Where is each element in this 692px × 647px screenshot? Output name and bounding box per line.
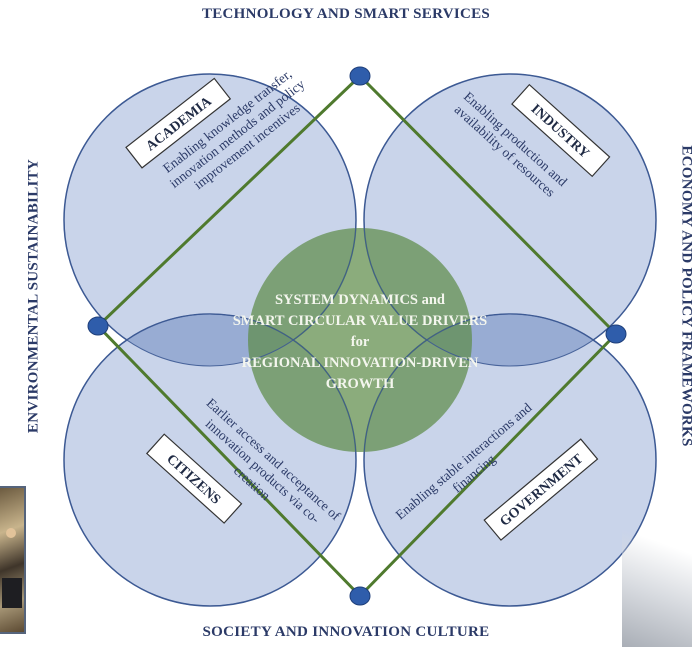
- center-line-1: SYSTEM DYNAMICS and: [275, 292, 445, 308]
- node-top: [349, 66, 371, 86]
- node-bottom: [349, 586, 371, 606]
- label-economy: ECONOMY AND POLICY FRAMEWORKS: [678, 145, 692, 447]
- academia-title-box: [125, 77, 232, 169]
- node-left: [87, 316, 109, 336]
- label-environment: ENVIRONMENTAL SUSTAINABILITY: [25, 158, 42, 434]
- citizens-title-box: [145, 433, 243, 524]
- center-line-2: SMART CIRCULAR VALUE DRIVERS: [233, 313, 488, 329]
- government-title-box: [483, 438, 599, 541]
- label-technology: TECHNOLOGY AND SMART SERVICES: [201, 6, 491, 22]
- photo-thumbnail: [0, 486, 26, 634]
- center-line-3: for: [351, 334, 370, 350]
- center-circle: [248, 228, 472, 452]
- center-line-4: REGIONAL INNOVATION-DRIVEN: [242, 355, 479, 371]
- node-right: [605, 324, 627, 344]
- label-society: SOCIETY AND INNOVATION CULTURE: [202, 624, 490, 640]
- industry-title-box: [511, 83, 611, 178]
- center-title: SYSTEM DYNAMICS and SMART CIRCULAR VALUE…: [233, 292, 488, 392]
- center-line-5: GROWTH: [326, 376, 395, 392]
- diamond-nodes: [87, 66, 627, 606]
- page-curl-decoration: [622, 457, 692, 647]
